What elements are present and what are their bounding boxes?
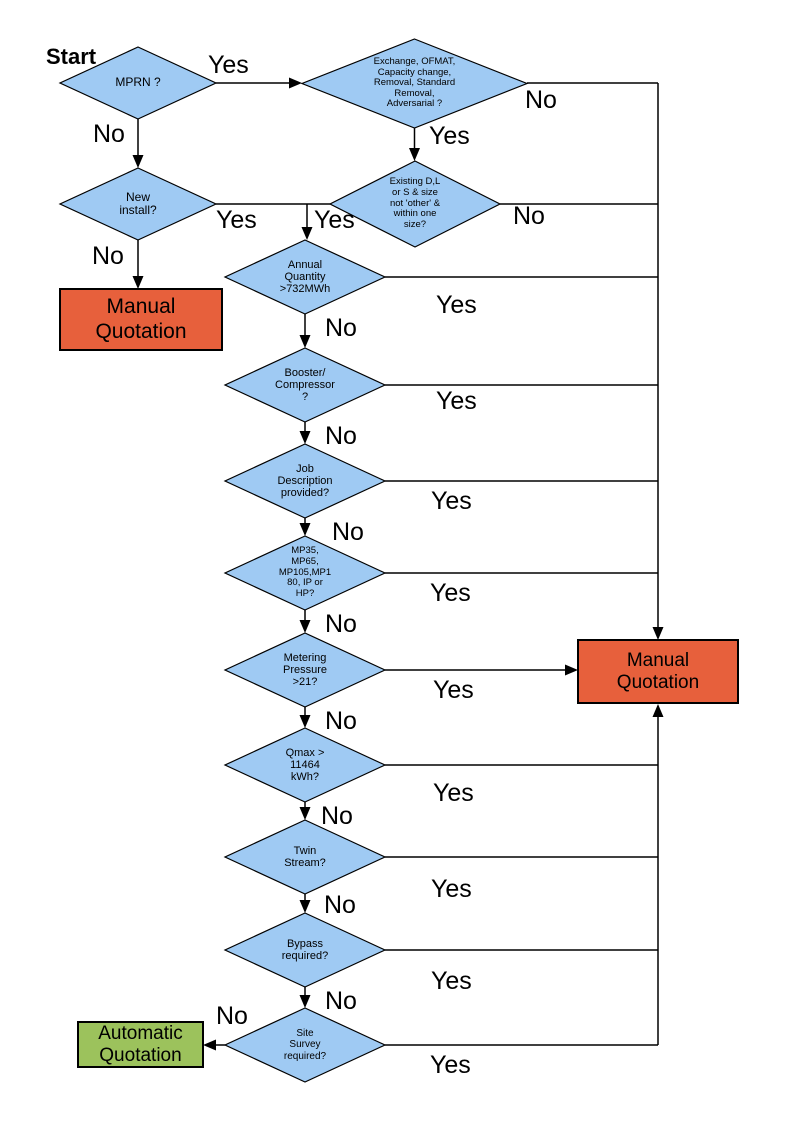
decision-mprn-shape [58, 46, 218, 120]
decision-new-install: New install? [119, 189, 157, 217]
decision-twin-shape [223, 819, 387, 895]
edge-label-metering-no: No [325, 707, 357, 735]
start-label: Start [46, 44, 97, 69]
decision-job: Job Description provided? [277, 462, 333, 500]
decision-mprn: MPRN ? [115, 75, 161, 90]
decision-new-install-shape [58, 167, 218, 241]
decision-exchange: Exchange, OFMAT, Capacity change, Remova… [373, 55, 456, 110]
edge-label-twin-yes: Yes [431, 875, 472, 903]
decision-exchange-shape [300, 38, 529, 129]
decision-annual: Annual Quantity >732MWh [279, 258, 331, 296]
edge-label-annual-no: No [325, 314, 357, 342]
arrowheads [132, 77, 664, 1051]
edge-label-existing-branch-yes: Yes [314, 206, 355, 234]
terminal-manual-quotation-left: Manual Quotation [95, 295, 187, 343]
terminal-manual-quotation-right: Manual Quotation [616, 649, 700, 693]
edge-label-qmax-no: No [321, 802, 353, 830]
edge-label-booster-no: No [325, 422, 357, 450]
decision-existing: Existing D,L or S & size not 'other' & w… [389, 176, 441, 230]
edge-label-bypass-yes: Yes [431, 967, 472, 995]
decision-qmax: Qmax > 11464 kWh? [285, 746, 325, 784]
edge-label-twin-no: No [324, 891, 356, 919]
edge-label-job-yes: Yes [431, 487, 472, 515]
decision-booster: Booster/ Compressor ? [275, 366, 335, 404]
decision-twin: Twin Stream? [284, 844, 326, 869]
decision-site-shape [223, 1007, 387, 1083]
terminal-automatic-quotation: Automatic Quotation [98, 1022, 183, 1066]
terminal-manual-quotation-left-shape [59, 288, 223, 351]
edge-label-job-no: No [332, 518, 364, 546]
edge-label-annual-yes: Yes [436, 291, 477, 319]
edge-label-existing-no: No [513, 202, 545, 230]
edge-label-new-install-no: No [92, 242, 124, 270]
edge-label-mp-no: No [325, 610, 357, 638]
connector-lines [137, 82, 659, 1046]
decision-mp-shape [223, 535, 387, 611]
edge-label-metering-yes: Yes [433, 676, 474, 704]
decision-site-survey: Site Survey required? [283, 1028, 327, 1062]
edge-label-mprn-yes: Yes [208, 51, 249, 79]
decision-metering-shape [223, 632, 387, 708]
terminal-automatic-quotation-shape [77, 1021, 204, 1068]
edge-label-site-no: No [216, 1002, 248, 1030]
decision-existing-shape [328, 160, 502, 248]
decision-metering: Metering Pressure >21? [282, 651, 328, 689]
decision-mp: MP35, MP65, MP105,MP1 80, IP or HP? [278, 545, 332, 599]
edge-label-new-install-yes: Yes [216, 206, 257, 234]
decision-job-shape [223, 443, 387, 519]
edge-label-booster-yes: Yes [436, 387, 477, 415]
edge-label-exchange-no: No [525, 86, 557, 114]
decision-bypass: Bypass required? [281, 937, 329, 962]
terminal-manual-quotation-right-shape [577, 639, 739, 704]
edge-label-mprn-no: No [93, 120, 125, 148]
decision-qmax-shape [223, 727, 387, 803]
edge-label-exchange-yes: Yes [429, 122, 470, 150]
edge-label-mp-yes: Yes [430, 579, 471, 607]
edge-label-qmax-yes: Yes [433, 779, 474, 807]
decision-annual-shape [223, 239, 387, 315]
decision-bypass-shape [223, 912, 387, 988]
edge-label-bypass-no: No [325, 987, 357, 1015]
edge-label-site-yes: Yes [430, 1051, 471, 1079]
decision-booster-shape [223, 347, 387, 423]
